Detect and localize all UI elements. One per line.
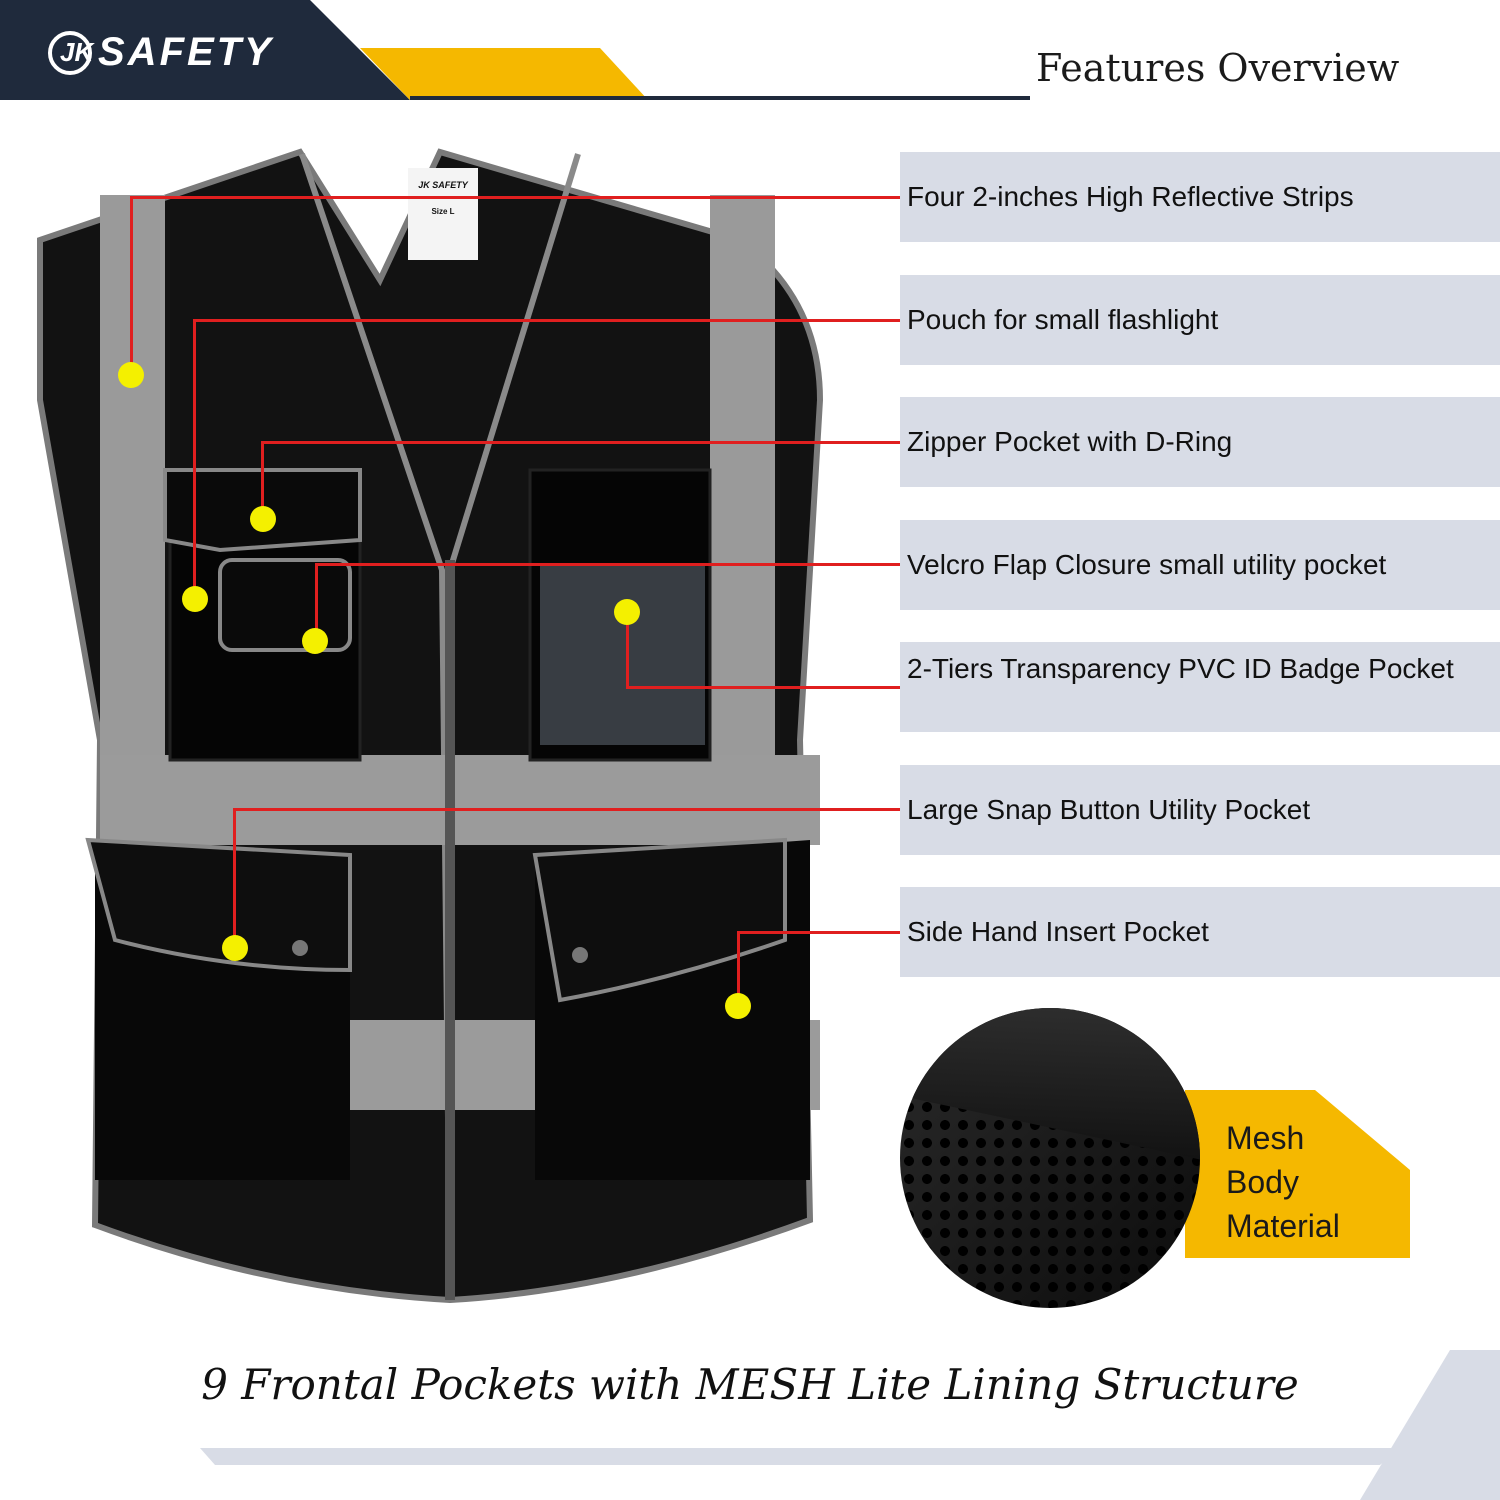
snap-button-right: [572, 947, 588, 963]
brand-logo: JK SAFETY: [48, 30, 274, 75]
mesh-callout-tag: [1185, 1090, 1410, 1258]
bottom-decoration: [200, 1350, 1500, 1500]
brand-wordmark: SAFETY: [98, 30, 274, 74]
reflective-strip-right: [710, 195, 775, 755]
feature-box-3: [900, 397, 1500, 487]
feature-label-7: Side Hand Insert Pocket: [907, 916, 1209, 947]
leader-line-1-drop: [130, 196, 133, 376]
brand-mark-icon: JK: [48, 30, 93, 75]
leader-line-6: [233, 808, 900, 811]
vest-tag-size: Size L: [431, 207, 454, 216]
mesh-material-closeup: [900, 1008, 1200, 1308]
leader-line-7: [737, 931, 900, 934]
mesh-label-line-3: Material: [1226, 1208, 1340, 1244]
feature-box-7: [900, 887, 1500, 977]
page-title: Features Overview: [1036, 46, 1400, 90]
leader-line-6-drop: [233, 808, 236, 948]
feature-box-2: [900, 275, 1500, 365]
leader-line-5: [626, 686, 900, 689]
leader-line-2-drop: [193, 319, 196, 599]
feature-label-5: 2-Tiers Transparency PVC ID Badge Pocket: [907, 653, 1454, 684]
mesh-label-line-2: Body: [1226, 1164, 1299, 1200]
leader-line-3-drop: [261, 441, 264, 519]
leader-line-2: [193, 319, 900, 322]
header-bar: [0, 0, 1030, 100]
header-yellow-stripe: [360, 48, 648, 100]
leader-line-7-drop: [737, 931, 740, 1006]
bottom-caption: 9 Frontal Pockets with MESH Lite Lining …: [201, 1360, 1299, 1409]
marker-dot-7: [725, 993, 751, 1019]
marker-dot-3: [250, 506, 276, 532]
vest-label-tag: [408, 168, 478, 260]
feature-box-5: [900, 642, 1500, 732]
leader-line-4: [315, 563, 900, 566]
id-badge-window: [540, 565, 705, 745]
feature-box-1: [900, 152, 1500, 242]
lower-pocket-left-flap: [85, 837, 352, 973]
marker-dot-1: [118, 362, 144, 388]
feature-box-6: [900, 765, 1500, 855]
lower-pocket-right-flap: [532, 837, 787, 1003]
reflective-strip-upper: [100, 755, 820, 845]
marker-dot-6: [222, 935, 248, 961]
snap-button-left: [292, 940, 308, 956]
leader-line-3: [261, 441, 900, 444]
mesh-label-line-1: Mesh: [1226, 1120, 1305, 1156]
mesh-fabric-sheen: [900, 1008, 1200, 1164]
feature-label-2: Pouch for small flashlight: [907, 304, 1219, 335]
marker-dot-2: [182, 586, 208, 612]
mesh-callout-label: Mesh Body Material: [1226, 1116, 1406, 1248]
feature-label-6: Large Snap Button Utility Pocket: [907, 794, 1311, 825]
header-rule: [410, 96, 1030, 100]
leader-line-4-drop: [315, 563, 318, 639]
leader-line-1: [130, 196, 900, 199]
bottom-underline-band: [200, 1448, 1400, 1465]
vest-tag-brand: JK SAFETY: [418, 180, 469, 190]
feature-label-3: Zipper Pocket with D-Ring: [907, 426, 1233, 457]
marker-dot-5: [614, 599, 640, 625]
vest-collar-right: [447, 153, 581, 571]
safety-vest-illustration: JK SAFETY Size L: [37, 148, 824, 1304]
marker-dot-4: [302, 628, 328, 654]
feature-label-4: Velcro Flap Closure small utility pocket: [907, 549, 1387, 580]
velcro-pocket: [218, 558, 352, 652]
bottom-corner-shape: [1360, 1350, 1500, 1500]
feature-box-4: [900, 520, 1500, 610]
feature-label-1: Four 2-inches High Reflective Strips: [907, 181, 1354, 212]
header-navy-shape: [0, 0, 410, 100]
leader-line-5-rise: [626, 612, 629, 689]
